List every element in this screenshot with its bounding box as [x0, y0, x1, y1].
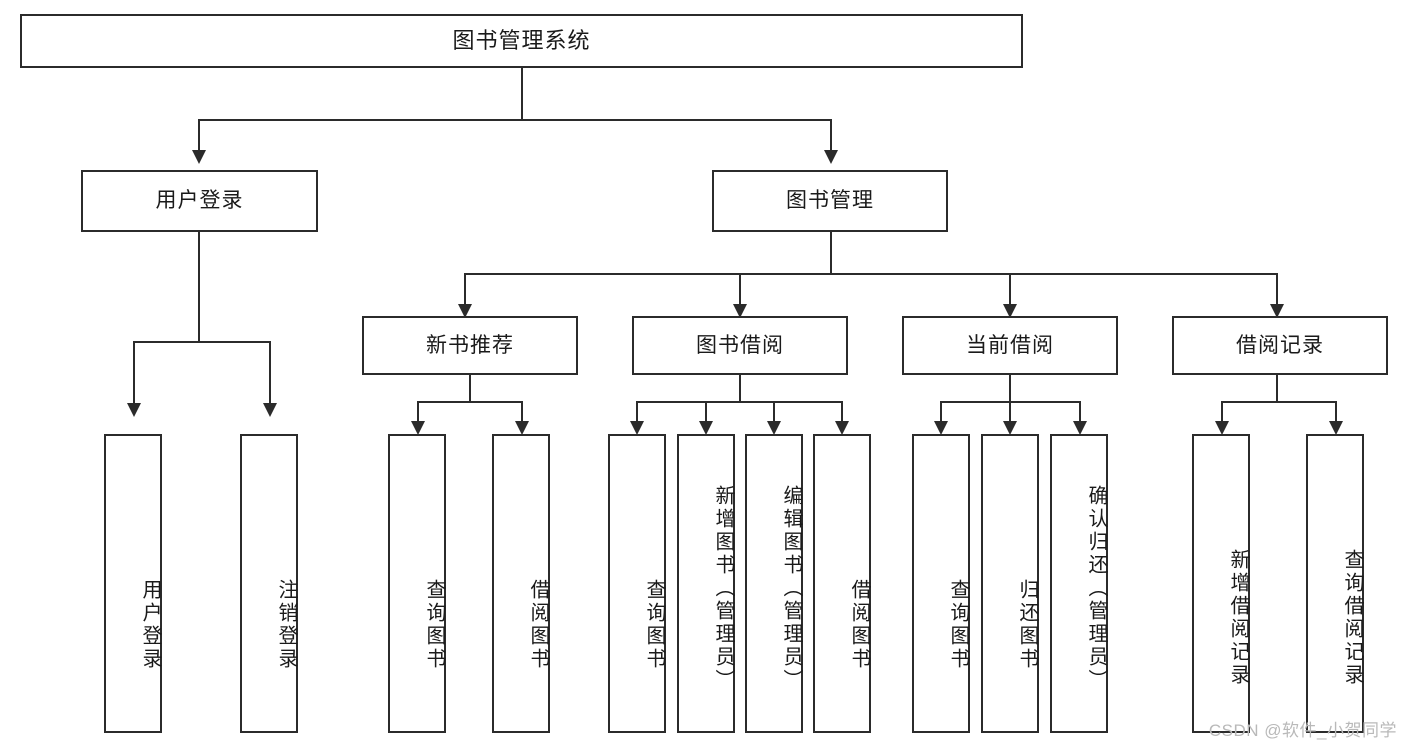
node-label: 注销登录 — [275, 578, 297, 671]
leaf-new-book-2[interactable]: 借阅图书 — [492, 434, 550, 733]
arrow-br-to-leaf-1 — [1215, 421, 1229, 435]
leaf-book-borrow-1[interactable]: 查询图书 — [608, 434, 666, 733]
node-label: 查询图书 — [423, 578, 445, 671]
arrow-bb-to-leaf-4 — [835, 421, 849, 435]
edge-book-management-bus — [464, 273, 1276, 275]
arrow-cb-to-leaf-1 — [934, 421, 948, 435]
leaf-current-borrow-1[interactable]: 查询图书 — [912, 434, 970, 733]
edge-cb-to-leaf-1 — [940, 401, 942, 423]
edge-new-book-bus — [417, 401, 522, 403]
arrow-nb-to-leaf-2 — [515, 421, 529, 435]
edge-book-management-stem — [830, 232, 832, 274]
edge-bm-to-borrow-record — [1276, 273, 1278, 305]
arrow-br-to-leaf-2 — [1329, 421, 1343, 435]
node-root-book-management-system[interactable]: 图书管理系统 — [20, 14, 1023, 68]
edge-br-to-leaf-1 — [1221, 401, 1223, 423]
edge-bb-to-leaf-4 — [841, 401, 843, 423]
edge-bb-to-leaf-2 — [705, 401, 707, 423]
node-borrow-record[interactable]: 借阅记录 — [1172, 316, 1388, 375]
node-label: 查询图书 — [643, 578, 665, 671]
arrow-bm-to-borrow-record — [1270, 304, 1284, 318]
node-label: 查询借阅记录 — [1341, 548, 1363, 687]
node-book-borrow[interactable]: 图书借阅 — [632, 316, 848, 375]
node-new-book-recommend[interactable]: 新书推荐 — [362, 316, 578, 375]
leaf-book-borrow-3[interactable]: 编辑图书（管理员） — [745, 434, 803, 733]
edge-current-borrow-stem — [1009, 375, 1011, 402]
node-label: 图书借阅 — [696, 333, 784, 357]
arrow-user-login-to-leaf-2 — [263, 403, 277, 417]
edge-root-to-user-login — [198, 119, 200, 151]
arrow-root-to-book-management — [824, 150, 838, 164]
leaf-borrow-record-2[interactable]: 查询借阅记录 — [1306, 434, 1364, 733]
arrow-bb-to-leaf-3 — [767, 421, 781, 435]
leaf-borrow-record-1[interactable]: 新增借阅记录 — [1192, 434, 1250, 733]
edge-bb-to-leaf-1 — [636, 401, 638, 423]
edge-root-to-book-management — [830, 119, 832, 151]
arrow-bm-to-new-book — [458, 304, 472, 318]
watermark-text: CSDN @软件_小贺同学 — [1208, 721, 1397, 740]
edge-cb-to-leaf-3 — [1079, 401, 1081, 423]
node-label: 图书管理系统 — [452, 27, 591, 53]
node-label: 图书管理 — [786, 189, 874, 213]
node-label: 用户登录 — [139, 578, 161, 671]
node-label: 用户登录 — [155, 189, 244, 213]
arrow-bm-to-book-borrow — [733, 304, 747, 318]
node-label: 当前借阅 — [966, 333, 1054, 357]
node-label: 新增图书（管理员） — [712, 485, 734, 692]
arrow-user-login-to-leaf-1 — [127, 403, 141, 417]
edge-root-bus — [198, 119, 832, 121]
leaf-current-borrow-3[interactable]: 确认归还（管理员） — [1050, 434, 1108, 733]
edge-user-login-to-leaf-2 — [269, 341, 271, 404]
leaf-current-borrow-2[interactable]: 归还图书 — [981, 434, 1039, 733]
node-label: 新书推荐 — [426, 333, 514, 357]
edge-borrow-record-bus — [1221, 401, 1335, 403]
edge-bm-to-new-book — [464, 273, 466, 305]
arrow-bb-to-leaf-1 — [630, 421, 644, 435]
arrow-bb-to-leaf-2 — [699, 421, 713, 435]
edge-nb-to-leaf-2 — [521, 401, 523, 423]
edge-user-login-stem — [198, 232, 200, 342]
edge-user-login-to-leaf-1 — [133, 341, 135, 404]
node-label: 确认归还（管理员） — [1085, 485, 1107, 692]
edge-book-borrow-bus — [636, 401, 842, 403]
node-user-login[interactable]: 用户登录 — [81, 170, 318, 232]
node-label: 借阅记录 — [1236, 333, 1324, 357]
edge-root-stem — [521, 68, 523, 120]
arrow-cb-to-leaf-3 — [1073, 421, 1087, 435]
node-book-management[interactable]: 图书管理 — [712, 170, 948, 232]
node-label: 查询图书 — [947, 578, 969, 671]
edge-nb-to-leaf-1 — [417, 401, 419, 423]
arrow-root-to-user-login — [192, 150, 206, 164]
leaf-book-borrow-2[interactable]: 新增图书（管理员） — [677, 434, 735, 733]
node-label: 借阅图书 — [527, 578, 549, 671]
leaf-user-login-1[interactable]: 用户登录 — [104, 434, 162, 733]
edge-book-borrow-stem — [739, 375, 741, 402]
arrow-cb-to-leaf-2 — [1003, 421, 1017, 435]
node-current-borrow[interactable]: 当前借阅 — [902, 316, 1118, 375]
arrow-nb-to-leaf-1 — [411, 421, 425, 435]
node-label: 新增借阅记录 — [1227, 548, 1249, 687]
node-label: 归还图书 — [1016, 578, 1038, 671]
leaf-book-borrow-4[interactable]: 借阅图书 — [813, 434, 871, 733]
edge-br-to-leaf-2 — [1335, 401, 1337, 423]
edge-cb-to-leaf-2 — [1009, 401, 1011, 423]
leaf-new-book-1[interactable]: 查询图书 — [388, 434, 446, 733]
edge-bm-to-current-borrow — [1009, 273, 1011, 305]
edge-borrow-record-stem — [1276, 375, 1278, 402]
edge-new-book-stem — [469, 375, 471, 402]
edge-bm-to-book-borrow — [739, 273, 741, 305]
edge-bb-to-leaf-3 — [773, 401, 775, 423]
leaf-user-login-2[interactable]: 注销登录 — [240, 434, 298, 733]
node-label: 借阅图书 — [848, 578, 870, 671]
edge-user-login-bus — [133, 341, 270, 343]
arrow-bm-to-current-borrow — [1003, 304, 1017, 318]
node-label: 编辑图书（管理员） — [780, 485, 802, 692]
